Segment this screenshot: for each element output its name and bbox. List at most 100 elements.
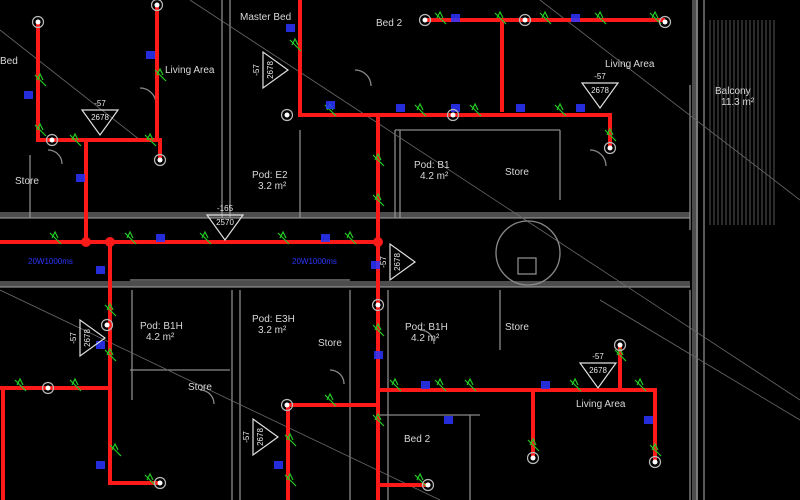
- sensor-icon[interactable]: [371, 298, 385, 312]
- sensor-dot: [450, 112, 456, 118]
- flow-arrow-icon: [464, 379, 477, 392]
- flow-arrow-icon: [414, 104, 427, 117]
- marker-bottom: 2678: [393, 253, 402, 271]
- sensor-dot: [662, 19, 668, 25]
- door-swing-icon: [47, 149, 63, 165]
- room-label: Living Area: [605, 59, 655, 70]
- marker-triangle: [389, 242, 417, 282]
- flow-arrow-head: [71, 132, 79, 141]
- sensor-icon[interactable]: [41, 381, 55, 395]
- sensor-icon[interactable]: [518, 13, 532, 27]
- marker-bottom: 2678: [589, 366, 607, 375]
- sensor-icon[interactable]: [100, 318, 114, 332]
- pipe-tag: [326, 101, 335, 109]
- room-label: Bed 2: [376, 18, 403, 29]
- flow-arrow-head: [279, 230, 287, 239]
- sensor-dot: [422, 17, 428, 23]
- flow-arrow-head: [651, 442, 659, 451]
- sensor-icon[interactable]: [446, 108, 460, 122]
- marker-triangle: [262, 50, 290, 90]
- sensor-icon[interactable]: [648, 455, 662, 469]
- room-label: Balcony: [715, 86, 751, 97]
- sensor-icon[interactable]: [280, 398, 294, 412]
- sensor-icon[interactable]: [153, 153, 167, 167]
- flow-arrow-head: [106, 302, 114, 311]
- flow-arrow-head: [146, 472, 154, 481]
- pipe-tag: [274, 461, 283, 469]
- flow-arrow-head: [391, 377, 399, 386]
- sensor-icon[interactable]: [31, 15, 45, 29]
- flow-arrow-icon: [284, 434, 297, 447]
- sensor-icon[interactable]: [150, 0, 164, 12]
- room-label: Store: [188, 382, 212, 393]
- sensor-icon[interactable]: [613, 338, 627, 352]
- pipe-run: [378, 388, 657, 462]
- pipe-tag: [396, 104, 405, 112]
- flow-arrow-head: [346, 230, 354, 239]
- sensor-dot: [530, 455, 536, 461]
- flow-arrow-icon: [594, 12, 607, 25]
- marker-bottom: 2678: [591, 86, 609, 95]
- sensor-icon[interactable]: [153, 476, 167, 490]
- sensor-icon[interactable]: [418, 13, 432, 27]
- flow-arrow-head: [471, 102, 479, 111]
- pipe-tag: [156, 234, 165, 242]
- pipe-tag: [96, 266, 105, 274]
- flow-arrow-head: [36, 122, 44, 131]
- room-label: Store: [505, 167, 529, 178]
- sensor-dot: [157, 157, 163, 163]
- marker-top: -57: [592, 352, 604, 361]
- flow-arrow-head: [556, 102, 564, 111]
- sensor-dot: [284, 112, 290, 118]
- sensor-dot: [157, 480, 163, 486]
- sensor-dot: [49, 137, 55, 143]
- pipe-run: [298, 0, 612, 148]
- flow-arrow-head: [16, 377, 24, 386]
- flow-arrow-icon: [49, 232, 62, 245]
- flow-arrow-head: [291, 37, 299, 46]
- flow-arrow-icon: [144, 134, 157, 147]
- sensor-icon[interactable]: [45, 133, 59, 147]
- flow-arrow-icon: [614, 349, 627, 362]
- sensor-dot: [652, 459, 658, 465]
- sensor-icon[interactable]: [658, 15, 672, 29]
- room-label: Store: [15, 176, 39, 187]
- flow-arrow-icon: [414, 474, 427, 487]
- room-area: 4.2 m²: [411, 333, 440, 344]
- pipe-tag: [146, 51, 155, 59]
- marker-top: -57: [252, 64, 261, 76]
- pipe-tag: [451, 104, 460, 112]
- level-marker-icon: -57 2678: [578, 352, 618, 390]
- flow-arrow-head: [541, 10, 549, 19]
- flow-arrow-icon: [527, 439, 540, 452]
- sensor-icon[interactable]: [603, 141, 617, 155]
- sensor-dot: [35, 19, 41, 25]
- marker-triangle: [205, 214, 245, 242]
- flow-arrow-icon: [154, 69, 167, 82]
- flow-arrow-icon: [284, 474, 297, 487]
- flow-arrow-head: [156, 67, 164, 76]
- door-swing-icon: [199, 389, 215, 405]
- flow-arrow-head: [651, 10, 659, 19]
- pipe-run: [36, 22, 162, 160]
- flow-arrow-head: [146, 132, 154, 141]
- pipe-tag: [516, 104, 525, 112]
- pipe-junction: [373, 237, 383, 247]
- sensor-icon[interactable]: [421, 478, 435, 492]
- marker-top: -57: [94, 99, 106, 108]
- pipe-junction: [105, 237, 115, 247]
- marker-bottom: 2570: [216, 218, 234, 227]
- sensor-icon[interactable]: [526, 451, 540, 465]
- pipe-tag: [444, 416, 453, 424]
- flow-arrow-icon: [649, 444, 662, 457]
- sensor-icon[interactable]: [280, 108, 294, 122]
- flow-arrow-icon: [104, 304, 117, 317]
- flow-arrow-icon: [34, 74, 47, 87]
- pipe-run: [286, 403, 378, 500]
- flow-arrow-head: [326, 392, 334, 401]
